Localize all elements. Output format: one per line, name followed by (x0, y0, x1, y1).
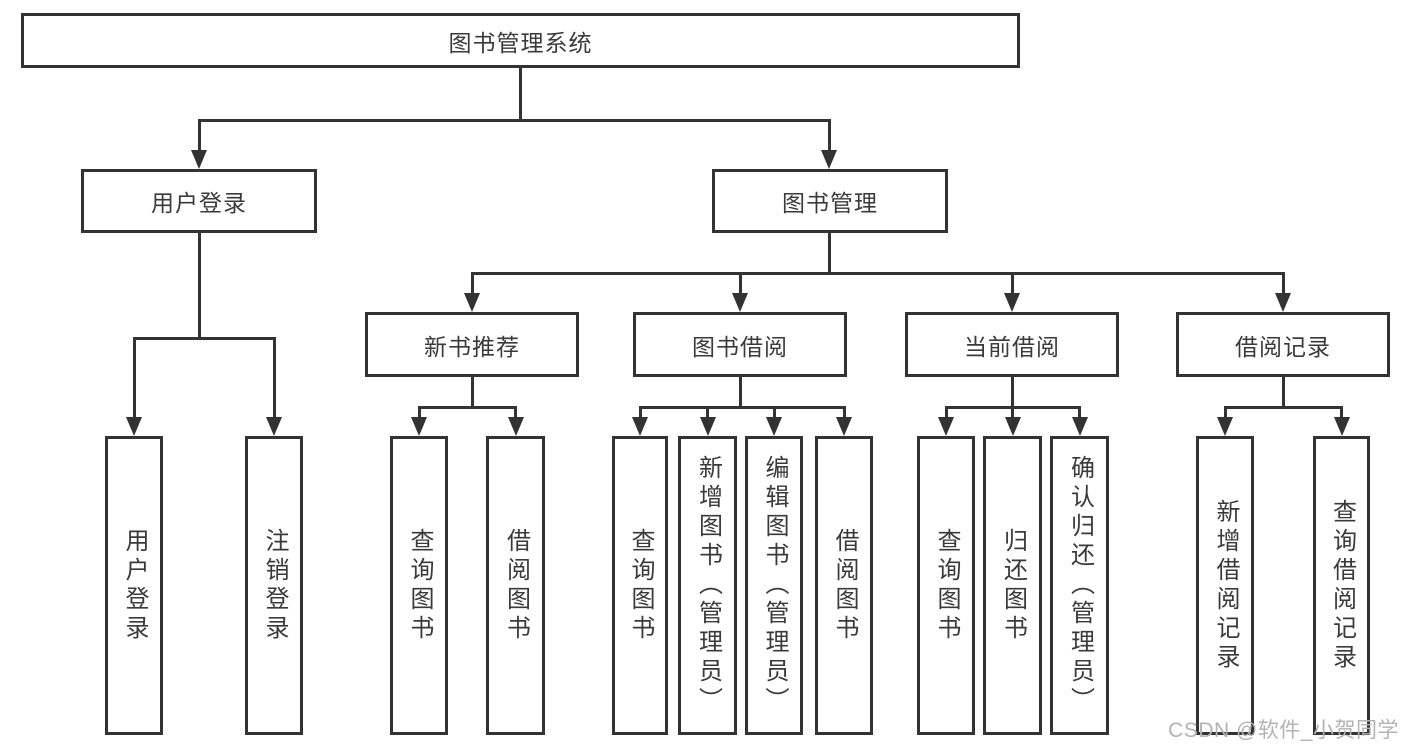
leaf-query-books-recommend: 查询图书 (390, 436, 448, 735)
connector-line (470, 377, 474, 409)
connector-line (1010, 377, 1014, 409)
arrowhead-icon (126, 417, 142, 436)
leaf-query-books-borrowing: 查询图书 (612, 436, 668, 735)
connector-line (1078, 405, 1081, 419)
leaf-return-book: 归还图书 (983, 436, 1042, 735)
leaf-query-borrow-record: 查询借阅记录 (1313, 436, 1370, 735)
node-user-login: 用户登录 (81, 169, 317, 233)
node-book-borrowing: 图书借阅 (633, 312, 847, 377)
arrowhead-icon (732, 293, 748, 312)
arrowhead-icon (191, 150, 207, 169)
connector-line (944, 405, 948, 419)
connector-line (198, 118, 831, 122)
leaf-confirm-return-admin: 确认归还（管理员） (1050, 436, 1109, 735)
leaf-label: 借阅图书 (831, 527, 858, 644)
watermark: CSDN @软件_小贺同学 (1168, 719, 1399, 742)
leaf-label: 查询借阅记录 (1328, 498, 1356, 673)
connector-line (1011, 405, 1014, 419)
arrowhead-icon (1071, 417, 1088, 436)
connector-line (132, 336, 276, 340)
node-current-borrowing: 当前借阅 (905, 312, 1119, 377)
leaf-add-borrow-record: 新增借阅记录 (1196, 436, 1254, 735)
leaf-label: 注销登录 (261, 527, 288, 644)
arrowhead-icon (266, 417, 282, 436)
connector-line (518, 68, 522, 122)
leaf-label: 查询图书 (933, 527, 960, 644)
arrowhead-icon (699, 417, 716, 436)
connector-line (738, 271, 742, 296)
arrowhead-icon (1004, 293, 1020, 312)
leaf-label: 借阅图书 (502, 527, 530, 644)
connector-line (470, 271, 1285, 275)
leaf-edit-book-admin: 编辑图书（管理员） (745, 436, 803, 735)
node-library-management-system: 图书管理系统 (21, 13, 1020, 68)
arrowhead-icon (836, 417, 852, 436)
connector-line (827, 233, 831, 275)
connector-line (132, 336, 136, 419)
connector-line (1281, 271, 1285, 296)
connector-line (197, 118, 201, 152)
arrowhead-icon (1275, 293, 1291, 312)
leaf-borrow-books-recommend: 借阅图书 (486, 436, 545, 735)
connector-line (1223, 405, 1227, 419)
connector-line (738, 377, 742, 409)
leaf-label: 查询图书 (406, 527, 433, 644)
arrowhead-icon (411, 417, 427, 436)
arrowhead-icon (464, 293, 480, 312)
connector-line (417, 405, 517, 409)
arrowhead-icon (766, 417, 782, 436)
arrowhead-icon (1333, 417, 1350, 436)
connector-line (638, 405, 846, 409)
leaf-borrow-books-borrowing: 借阅图书 (815, 436, 873, 735)
connector-line (470, 271, 474, 296)
node-borrowing-records: 借阅记录 (1176, 312, 1390, 377)
connector-line (514, 405, 517, 419)
arrowhead-icon (1004, 417, 1021, 436)
connector-line (1340, 405, 1343, 419)
leaf-add-book-admin: 新增图书（管理员） (678, 436, 737, 735)
leaf-label: 编辑图书（管理员） (761, 455, 788, 716)
connector-line (842, 405, 846, 419)
node-book-management: 图书管理 (712, 169, 948, 233)
connector-line (772, 405, 776, 419)
connector-line (1281, 377, 1285, 409)
connector-line (638, 405, 642, 419)
connector-line (417, 405, 421, 419)
leaf-user-login: 用户登录 (105, 436, 163, 735)
arrowhead-icon (938, 417, 954, 436)
arrowhead-icon (507, 417, 524, 436)
leaf-label: 新增借阅记录 (1212, 498, 1239, 673)
connector-line (272, 336, 276, 419)
leaf-label: 用户登录 (121, 527, 148, 644)
connector-line (827, 118, 831, 152)
arrowhead-icon (632, 417, 648, 436)
connector-line (197, 233, 201, 340)
connector-line (706, 405, 709, 419)
leaf-label: 归还图书 (999, 527, 1027, 644)
leaf-label: 新增图书（管理员） (694, 455, 722, 716)
connector-line (1010, 271, 1014, 296)
leaf-logout: 注销登录 (245, 436, 303, 735)
arrowhead-icon (821, 150, 837, 169)
leaf-label: 查询图书 (627, 527, 654, 644)
node-new-book-recommend: 新书推荐 (365, 312, 579, 377)
leaf-query-books-current: 查询图书 (917, 436, 975, 735)
arrowhead-icon (1217, 417, 1233, 436)
leaf-label: 确认归还（管理员） (1066, 455, 1094, 716)
